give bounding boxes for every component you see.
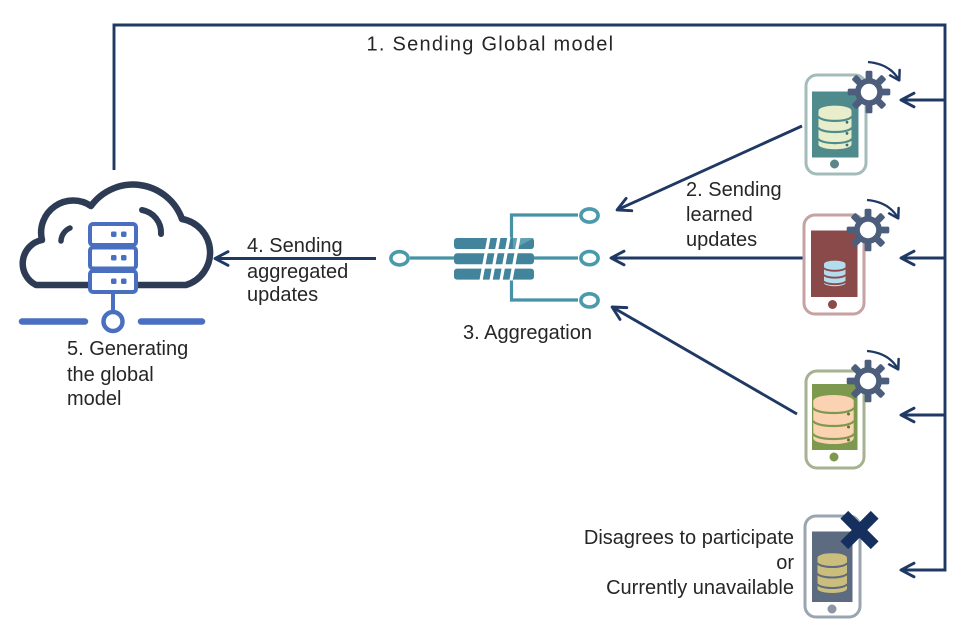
svg-text:or: or: [776, 552, 794, 574]
svg-text:Currently unavailable: Currently unavailable: [606, 577, 794, 599]
svg-text:updates: updates: [686, 229, 757, 251]
svg-text:5. Generating: 5. Generating: [67, 338, 188, 360]
svg-text:4. Sending: 4. Sending: [247, 235, 343, 257]
svg-text:model: model: [67, 388, 121, 410]
svg-text:aggregated: aggregated: [247, 261, 348, 283]
svg-text:the global: the global: [67, 364, 154, 386]
svg-text:3. Aggregation: 3. Aggregation: [463, 322, 592, 344]
svg-text:learned: learned: [686, 204, 753, 226]
svg-text:updates: updates: [247, 284, 318, 306]
svg-text:Disagrees to participate: Disagrees to participate: [584, 527, 794, 549]
svg-text:1. Sending Global model: 1. Sending Global model: [367, 34, 615, 56]
svg-text:2. Sending: 2. Sending: [686, 179, 782, 201]
